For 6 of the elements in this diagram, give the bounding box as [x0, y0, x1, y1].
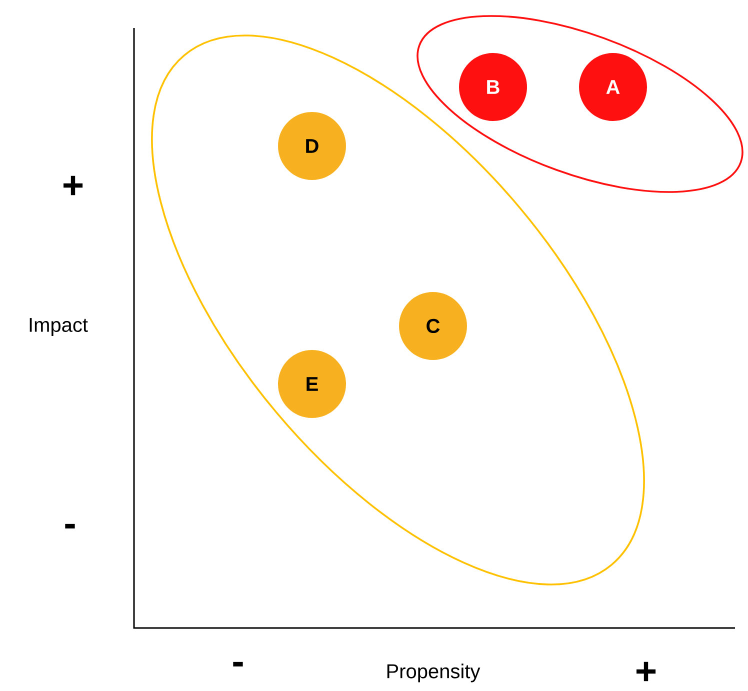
axis-sign: + [64, 176, 83, 196]
axis-sign: + [636, 662, 656, 682]
axis-sign: - [65, 524, 75, 528]
axis-title: Impact [30, 318, 88, 336]
axis-sign: - [233, 662, 243, 666]
axis-title: Propensity [387, 664, 480, 682]
